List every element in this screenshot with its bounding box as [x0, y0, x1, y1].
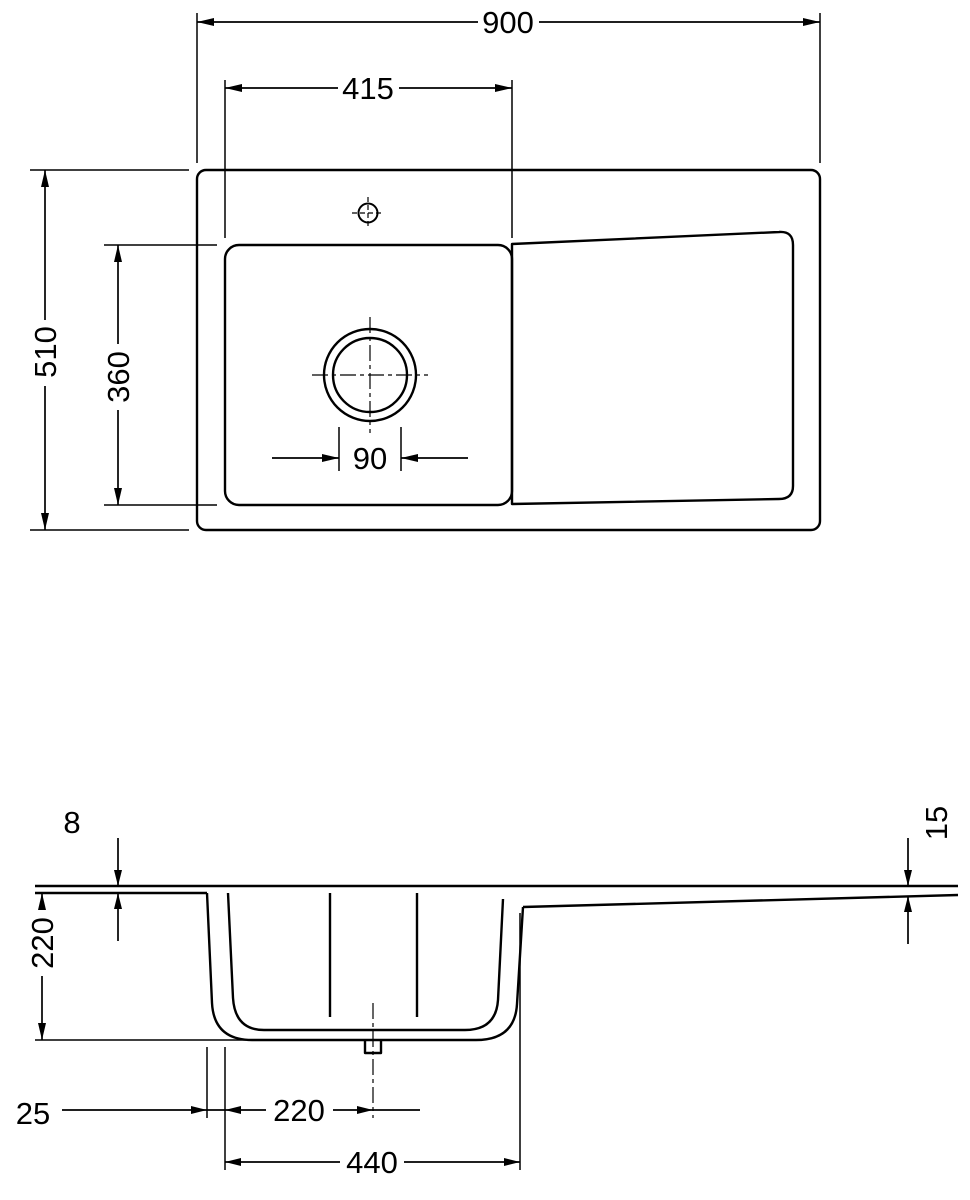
drain-opening	[312, 317, 428, 433]
dim-label-overall-width: 900	[482, 5, 534, 40]
drainboard-underside	[522, 893, 959, 909]
dim-label-drain-offset: 220	[273, 1093, 325, 1128]
dim-drain-diameter: 90	[272, 427, 468, 476]
dim-label-rim-thickness: 8	[63, 805, 80, 840]
dim-label-edge-to-bowl: 25	[16, 1096, 50, 1131]
dim-overall-width: 900	[196, 5, 821, 163]
dim-label-bowl-depth-section: 220	[25, 917, 60, 969]
dim-bowl-depth-plan: 360	[101, 244, 217, 506]
tap-hole	[352, 197, 384, 229]
dim-board-thickness: 15	[904, 806, 954, 944]
plan-view	[195, 168, 822, 532]
dim-bowl-depth-section: 220	[25, 893, 246, 1041]
dim-label-board-thickness: 15	[919, 806, 954, 840]
dim-overall-depth: 510	[28, 169, 189, 531]
bowl-outer-wall	[205, 892, 525, 1042]
dim-bowl-width: 415	[224, 71, 513, 238]
sink-outline	[195, 168, 822, 532]
dim-bowl-length: 440	[224, 913, 521, 1180]
section-view	[35, 884, 959, 1118]
drainboard	[510, 230, 795, 506]
dim-label-overall-depth: 510	[28, 326, 63, 378]
dim-label-bowl-width: 415	[342, 71, 394, 106]
dim-label-bowl-depth-plan: 360	[101, 351, 136, 403]
dim-edge-to-bowl: 25	[16, 1047, 225, 1131]
dim-label-drain-diameter: 90	[353, 441, 387, 476]
bowl-inner-wall	[226, 892, 505, 1032]
dim-drain-offset: 220	[225, 1093, 420, 1128]
dim-label-bowl-length: 440	[346, 1145, 398, 1180]
dim-rim-thickness: 8	[63, 805, 122, 941]
